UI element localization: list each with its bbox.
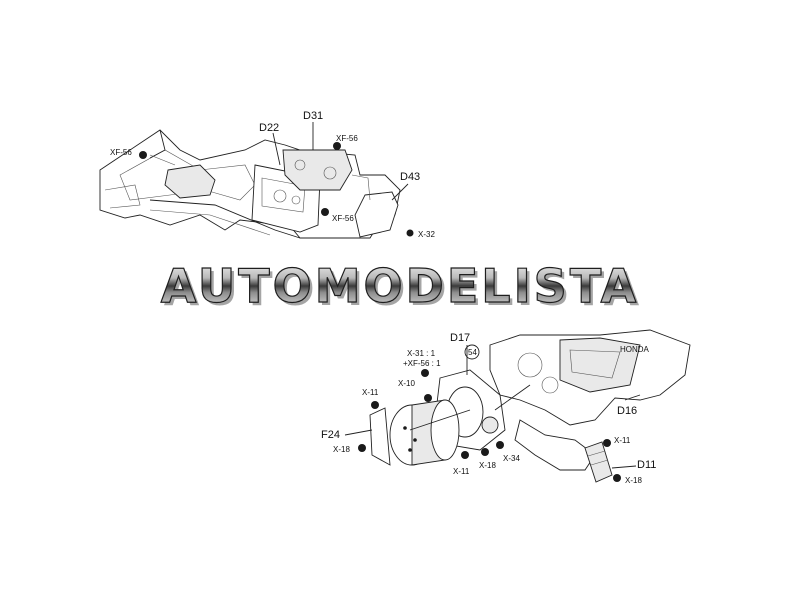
frame-rail-lower [149, 209, 271, 236]
d22-hole-2 [291, 195, 301, 205]
bolt-icon [424, 394, 432, 402]
label-d11: D11 [637, 459, 656, 471]
d43-leader [391, 183, 409, 201]
frame-inner [119, 149, 256, 201]
frame-tab [149, 129, 166, 159]
label-x11-c: X-11 [614, 436, 631, 445]
f24-drum-back [430, 399, 460, 461]
top-diagram: D31 D22 D43 XF-56 XF-56 XF-56 X-32 [99, 110, 435, 239]
d31-hole [294, 159, 306, 171]
drum-hole-icon [408, 448, 412, 452]
label-x18-a: X-18 [333, 445, 350, 454]
drum-hole-icon [403, 426, 407, 430]
engine-head-detail [569, 349, 621, 379]
bolt-icon [358, 444, 366, 452]
banner-shadow: AUTOMODELISTA [164, 262, 642, 316]
xf56-mid-leader [351, 174, 371, 201]
bolt-icon [496, 441, 504, 449]
d16-leader [624, 394, 641, 401]
engine-cylinder-head [559, 337, 641, 393]
engine-lower-case [514, 419, 596, 471]
bolt-icon [421, 369, 429, 377]
label-x32: X-32 [418, 230, 435, 239]
d11-ridge [590, 459, 609, 466]
label-f24: F24 [321, 429, 340, 441]
assembly-arrow [494, 384, 531, 411]
label-x10: X-10 [398, 379, 415, 388]
watermark-banner: AUTOMODELISTA AUTOMODELISTA [160, 258, 642, 316]
assembly-arrow [409, 409, 471, 431]
d11-oil-filter [584, 441, 613, 483]
engine-port [517, 352, 543, 378]
bolt-icon [461, 451, 469, 459]
drum-hole-icon [413, 438, 417, 442]
xf56-left-leader [149, 154, 176, 166]
label-step: 54 [468, 348, 477, 357]
label-xf56-left: XF-56 [110, 148, 132, 157]
f24-leader [344, 429, 373, 436]
d31-hole-2 [323, 166, 337, 180]
label-x31: X-31 : 1 [407, 349, 436, 358]
label-d16: D16 [617, 405, 637, 417]
d11-leader [611, 465, 637, 469]
bolt-icon [371, 401, 379, 409]
banner-text: AUTOMODELISTA [161, 259, 639, 313]
d22-hole [273, 189, 287, 203]
frame-outline [99, 129, 401, 239]
label-x11-a: X-11 [362, 388, 379, 397]
bolt-icon [613, 474, 621, 482]
label-xf56-mid: XF-56 [332, 214, 354, 223]
bolt-icon [481, 448, 489, 456]
frame-rail [149, 199, 301, 239]
label-honda: HONDA [620, 345, 650, 354]
bolt-icon [333, 142, 341, 150]
label-xf56-mix: +XF-56 : 1 [403, 359, 441, 368]
d22-panel-inner [261, 177, 306, 213]
label-x11-b: X-11 [453, 467, 470, 476]
label-d17: D17 [450, 332, 470, 344]
bolt-icon [321, 208, 329, 216]
bolt-icon [139, 151, 147, 159]
d17-seal [481, 416, 499, 434]
bottom-diagram: HONDA [321, 329, 691, 485]
step-marker-icon [464, 344, 480, 360]
d11-ridge [587, 450, 606, 457]
label-x34: X-34 [503, 454, 520, 463]
label-x18-c: X-18 [625, 476, 642, 485]
f24-guard [369, 407, 391, 466]
label-d22: D22 [259, 122, 279, 134]
label-xf56-top: XF-56 [336, 134, 358, 143]
label-d31: D31 [303, 110, 323, 122]
label-x18-b: X-18 [479, 461, 496, 470]
d43-bracket [354, 191, 399, 238]
engine-port-2 [541, 376, 559, 394]
frame-block [164, 164, 216, 199]
frame-left-bracket [104, 184, 141, 209]
bolt-icon [603, 439, 611, 447]
bolt-icon [406, 229, 414, 237]
d22-leader [272, 132, 281, 166]
label-d43: D43 [400, 171, 420, 183]
